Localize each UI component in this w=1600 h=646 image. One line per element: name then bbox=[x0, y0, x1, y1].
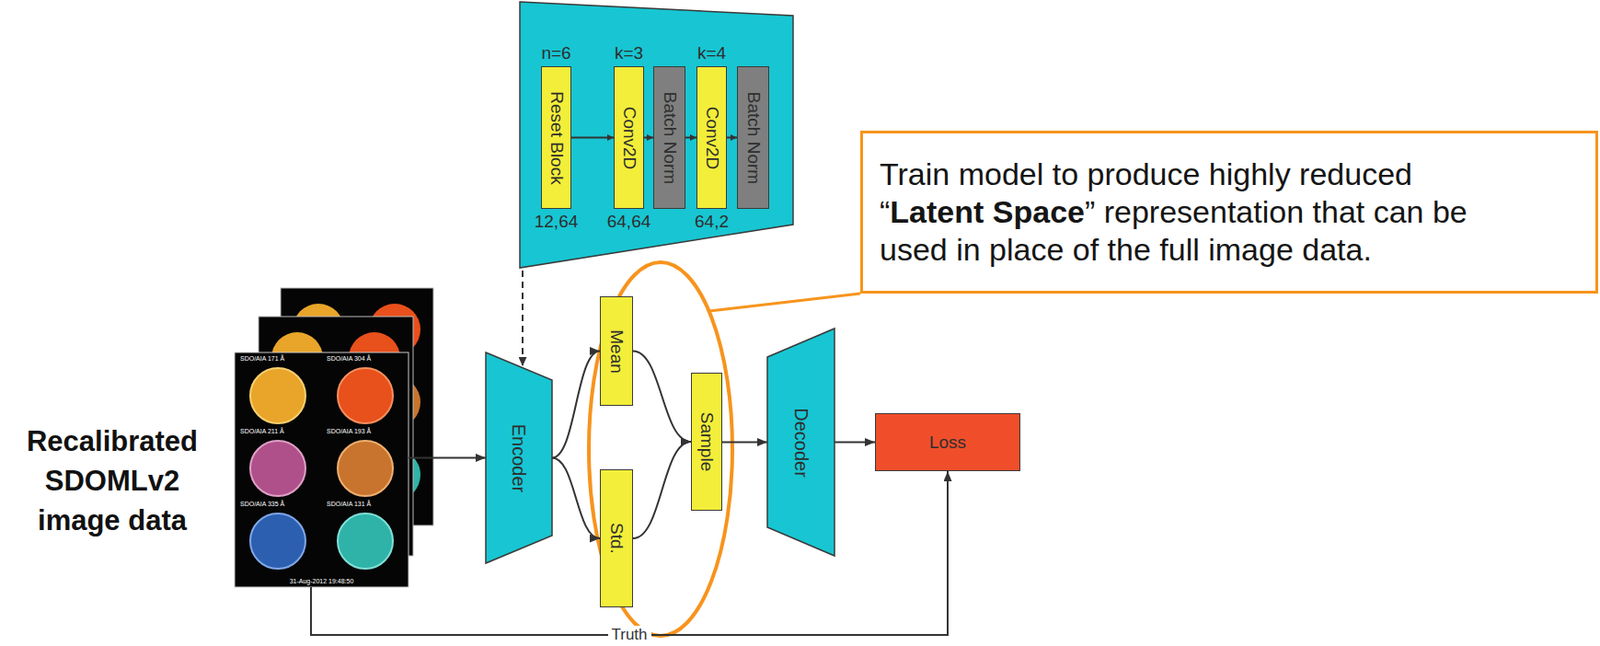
parameter-label: 64,2 bbox=[694, 211, 729, 232]
block-label: Conv2D bbox=[702, 105, 722, 170]
sun-image bbox=[337, 440, 393, 496]
block-label: Mean bbox=[607, 329, 627, 374]
latent-space-ellipse bbox=[588, 262, 733, 636]
trapezoid-shape bbox=[485, 352, 553, 564]
dashed-detail-arrow bbox=[521, 270, 524, 367]
flow-arrow bbox=[633, 351, 691, 443]
flow-arrow bbox=[408, 457, 486, 460]
block-label: Encoder bbox=[508, 423, 530, 493]
sun-image bbox=[337, 513, 393, 569]
layer-box: k=3Conv2D64,64 bbox=[613, 66, 645, 209]
callout-text: Train model to produce highly reduced “L… bbox=[879, 155, 1515, 269]
channel-label: SDO/AIA 304 Å bbox=[326, 355, 371, 362]
norm-box: Batch Norm bbox=[653, 66, 686, 209]
flow-arrow bbox=[644, 137, 654, 139]
edge-label: Truth bbox=[608, 625, 652, 645]
flow-arrow bbox=[726, 137, 737, 139]
norm-box: Batch Norm bbox=[736, 66, 770, 209]
latent-box: Mean bbox=[599, 296, 634, 406]
callout-leader-line bbox=[709, 293, 861, 311]
block-label: Sample bbox=[697, 412, 717, 472]
flow-arrow bbox=[834, 441, 875, 444]
parameter-label: k=3 bbox=[614, 43, 644, 64]
parameter-label: k=4 bbox=[697, 43, 726, 64]
input-label: Recalibrated SDOMLv2 image data bbox=[11, 421, 214, 541]
encoder-trapezoid: Encoder bbox=[485, 352, 553, 564]
block-label: Loss bbox=[929, 432, 967, 453]
channel-label: SDO/AIA 131 Å bbox=[326, 500, 371, 507]
channel-label: SDO/AIA 335 Å bbox=[240, 500, 285, 507]
flow-arrow bbox=[633, 441, 691, 539]
flow-arrow bbox=[722, 441, 768, 444]
block-label: Conv2D bbox=[619, 105, 639, 170]
parameter-label: 64,64 bbox=[607, 211, 652, 232]
image-stack-front bbox=[234, 352, 409, 588]
loss-box: Loss bbox=[874, 413, 1021, 472]
image-panel: SDO/AIA 171 Å SDO/AIA 304 Å SDO/AIA 211 Å S… bbox=[234, 352, 409, 588]
block-label: Decoder bbox=[791, 407, 812, 478]
channel-label: SDO/AIA 171 Å bbox=[240, 355, 285, 362]
latent-box: Sample bbox=[690, 372, 723, 511]
flow-arrow bbox=[552, 458, 600, 540]
sun-image bbox=[250, 440, 306, 496]
parameter-label: 12,64 bbox=[534, 211, 579, 232]
encoder-detail-panel bbox=[519, 1, 794, 268]
flow-arrow bbox=[571, 137, 614, 139]
sun-image bbox=[337, 368, 393, 424]
parameter-label: n=6 bbox=[541, 43, 571, 64]
timestamp-label: 31-Aug-2012 19:48:50 bbox=[289, 577, 355, 585]
block-label: Std. bbox=[607, 522, 627, 554]
block-label: Batch Norm bbox=[743, 91, 763, 184]
block-label: Reset Block bbox=[546, 91, 566, 185]
flow-arrow bbox=[685, 137, 697, 139]
sun-image bbox=[250, 368, 306, 424]
sun-image bbox=[250, 513, 306, 569]
layer-box: n=6Reset Block12,64 bbox=[541, 66, 572, 209]
channel-label: SDO/AIA 211 Å bbox=[240, 427, 285, 435]
block-label: Batch Norm bbox=[659, 91, 680, 184]
image-frame bbox=[234, 352, 409, 588]
flow-arrow bbox=[552, 351, 600, 459]
channel-label: SDO/AIA 193 Å bbox=[326, 427, 371, 435]
callout-box: Train model to produce highly reduced “L… bbox=[860, 130, 1599, 294]
decoder-trapezoid: Decoder bbox=[767, 328, 835, 556]
trapezoid-shape bbox=[767, 328, 835, 556]
latent-box: Std. bbox=[599, 469, 634, 608]
layer-box: k=4Conv2D64,2 bbox=[696, 66, 727, 209]
